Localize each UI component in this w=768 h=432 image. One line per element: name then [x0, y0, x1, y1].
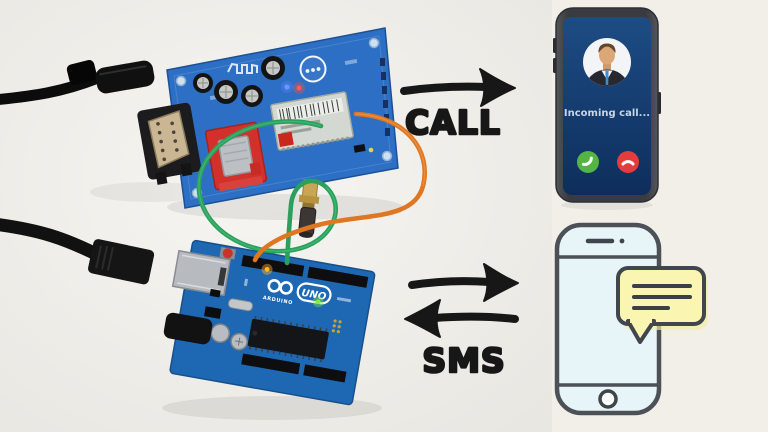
incoming-call-phone: Incoming call...: [553, 7, 661, 210]
sim-card-holder: [204, 121, 268, 192]
message-bubble-icon: [616, 266, 708, 344]
decline-call-button: [617, 151, 639, 173]
usb-plug: [88, 239, 155, 285]
pcb-antenna-trace: [227, 62, 258, 74]
sms-flow: SMS: [404, 263, 519, 381]
usb-cable: [0, 218, 107, 263]
uno-badge: UNO: [296, 282, 332, 305]
capacitors: [193, 56, 285, 107]
message-text-lines: [632, 284, 692, 310]
call-arrow-icon: [400, 68, 516, 107]
arduino-logo: ARDUINO: [262, 279, 293, 306]
sms-arrow-right-icon: [408, 263, 519, 302]
barrel-jack: [163, 312, 213, 345]
status-led-blue: [281, 81, 293, 93]
reset-button: [219, 247, 237, 260]
sms-arrow-left-icon: [404, 299, 519, 338]
atmega-chip: [247, 315, 329, 363]
sms-phone-illustration: [554, 222, 708, 416]
arduino-logo-text: ARDUINO: [262, 295, 293, 306]
arduino-board: ARDUINO UNO: [0, 218, 382, 420]
accept-call-button: [577, 151, 599, 173]
capacitor: [230, 332, 248, 351]
pin-headers: [241, 254, 369, 383]
power-led: [312, 296, 324, 308]
power-cable: [0, 72, 104, 105]
uno-badge-text: UNO: [300, 288, 327, 303]
usb-connector: [171, 249, 232, 297]
phone-handset-down-icon: [621, 160, 635, 166]
speaker-icon: [585, 238, 625, 244]
call-flow: CALL: [400, 68, 516, 143]
speaker-marking: [299, 55, 327, 83]
sms-label: SMS: [422, 341, 505, 380]
dc-jack: [95, 60, 155, 94]
status-led-red: [293, 82, 305, 94]
call-label: CALL: [405, 103, 501, 142]
home-button: [598, 389, 618, 409]
phone-handset-icon: [581, 156, 593, 166]
incoming-call-text: Incoming call...: [564, 108, 650, 119]
tx-led: [261, 263, 273, 275]
db9-connector: [137, 102, 202, 185]
crystal-oscillator: [228, 298, 253, 312]
